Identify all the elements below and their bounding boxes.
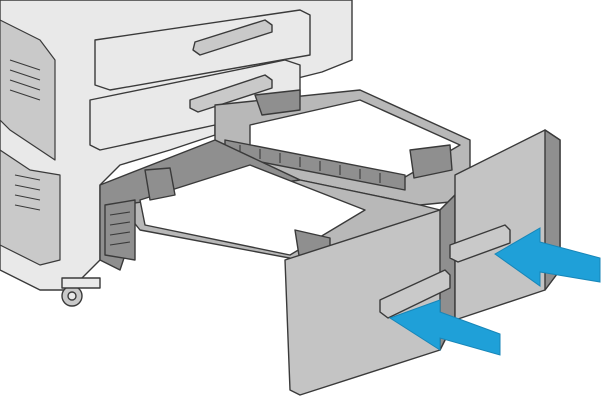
printer-body [0,0,353,307]
upper-tray-front [454,129,561,321]
push-arrow-icon [494,227,601,287]
upper-drawer-1-handle [192,19,273,56]
printer-left-panel [0,19,56,161]
caster-wheel [61,277,101,307]
rear-guide-teeth [239,145,381,183]
upper-drawer-2-handle [189,74,273,113]
paper-tray [99,89,561,396]
bracket-slots [109,211,131,246]
front-guide-clip-left [144,167,176,201]
lower-tray-handle [379,269,451,319]
rear-guide-clip-right [409,144,453,179]
tray-side-bracket [104,199,136,261]
vent-slots [9,59,41,211]
upper-tray-handle [449,224,511,263]
push-arrow-icon [388,299,501,356]
rear-guide-clip-left [254,89,301,116]
push-arrows [388,227,601,356]
